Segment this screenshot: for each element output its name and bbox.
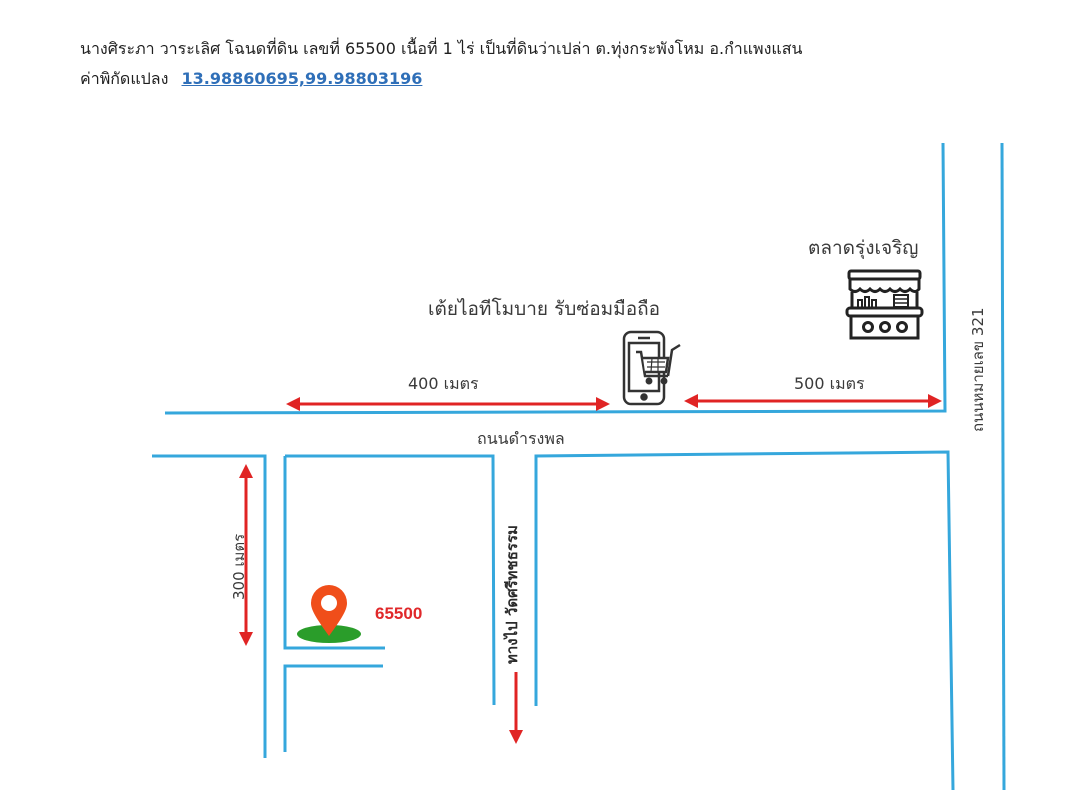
coords-link[interactable]: 13.98860695,99.98803196 xyxy=(181,69,423,88)
distance-400m-label: 400 เมตร xyxy=(408,374,479,393)
main-road-label: ถนนดำรงพล xyxy=(477,429,565,448)
coords-label: ค่าพิกัดแปลง xyxy=(80,69,169,88)
distance-arrows xyxy=(239,394,942,744)
phone-shop-label: เต้ยไอทีโมบาย รับซ่อมมือถือ xyxy=(428,298,661,320)
phone-cart-icon xyxy=(622,330,681,406)
location-pin-icon xyxy=(297,585,361,643)
parcel-block-left xyxy=(283,456,385,650)
side-road-label: ทางไป วัดศรีทชธรรม xyxy=(503,525,521,664)
right-block-edge xyxy=(534,450,955,791)
highway-label: ถนนหมายเลข 321 xyxy=(969,307,987,432)
left-block-edge xyxy=(152,454,267,758)
parcel-number-label: 65500 xyxy=(375,604,423,623)
distance-300m-label: 300 เมตร xyxy=(230,533,248,600)
market-label: ตลาดรุ่งเจริญ xyxy=(808,237,919,259)
parcel-block-upper xyxy=(285,454,496,706)
parcel-header: นางศิระภา วาระเลิศ โฉนดที่ดิน เลขที่ 655… xyxy=(80,34,802,94)
main-road-top-edge xyxy=(164,142,947,415)
road-lines xyxy=(152,142,1006,791)
highway-right-edge xyxy=(1000,142,1006,791)
parcel-description: นางศิระภา วาระเลิศ โฉนดที่ดิน เลขที่ 655… xyxy=(80,39,803,58)
market-stall-icon xyxy=(845,269,924,340)
parcel-block-lower xyxy=(283,664,383,752)
distance-500m-label: 500 เมตร xyxy=(794,374,865,393)
